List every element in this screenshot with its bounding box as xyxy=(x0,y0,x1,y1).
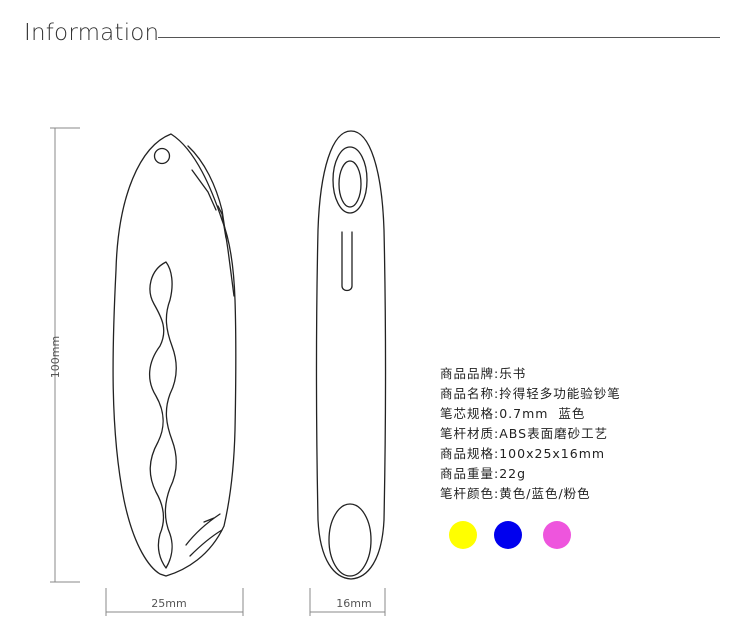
lanyard-hole xyxy=(153,147,171,165)
uv-light-window-inner xyxy=(338,160,362,208)
spec-label: 商品规格 xyxy=(440,446,495,461)
spec-value: 黄色/蓝色/粉色 xyxy=(499,486,591,501)
thickness-dimension xyxy=(309,588,386,616)
spec-label: 笔芯规格 xyxy=(440,406,495,421)
title-divider xyxy=(158,37,720,38)
spec-row-weight: 商品重量:22g xyxy=(440,466,527,481)
thickness-label: 16mm xyxy=(336,597,371,610)
pen-tip-opening xyxy=(328,503,372,577)
spec-value: 100x25x16mm xyxy=(499,446,606,461)
uv-light-window xyxy=(332,146,368,214)
spec-label: 商品重量 xyxy=(440,466,495,481)
width-dimension xyxy=(105,588,244,616)
color-swatch-blue[interactable] xyxy=(494,521,522,549)
pen-front-view xyxy=(315,130,387,580)
spec-value: 22g xyxy=(499,466,527,481)
spec-row-refill: 笔芯规格:0.7mm 蓝色 xyxy=(440,406,586,421)
clip-outline-top xyxy=(187,145,235,297)
spec-label: 笔杆材质 xyxy=(440,426,495,441)
spec-row-product-name: 商品名称:拎得轻多功能验钞笔 xyxy=(440,386,621,401)
front-body-outline xyxy=(315,130,387,580)
wavy-groove xyxy=(149,261,177,569)
clip-tip xyxy=(217,205,227,239)
spec-value: ABS表面磨砂工艺 xyxy=(499,426,609,441)
spec-row-material: 笔杆材质:ABS表面磨砂工艺 xyxy=(440,426,609,441)
side-body-outline xyxy=(112,133,237,577)
front-clip xyxy=(341,231,353,292)
spec-value: 0.7mm 蓝色 xyxy=(499,406,586,421)
spec-label: 商品品牌 xyxy=(440,366,495,381)
spec-value: 乐书 xyxy=(499,366,527,381)
section-title: Information xyxy=(24,20,160,46)
length-label: 100mm xyxy=(49,336,62,378)
spec-row-colors: 笔杆颜色:黄色/蓝色/粉色 xyxy=(440,486,591,501)
length-dimension xyxy=(50,127,80,583)
width-label: 25mm xyxy=(151,597,186,610)
color-swatch-yellow[interactable] xyxy=(449,521,477,549)
spec-row-size: 商品规格:100x25x16mm xyxy=(440,446,606,461)
spec-value: 拎得轻多功能验钞笔 xyxy=(499,386,621,401)
spec-label: 商品名称 xyxy=(440,386,495,401)
tip-cap-lines xyxy=(185,513,223,557)
clip-inner-line xyxy=(191,169,217,211)
spec-row-brand: 商品品牌:乐书 xyxy=(440,366,527,381)
pen-side-view xyxy=(112,133,237,577)
spec-label: 笔杆颜色 xyxy=(440,486,495,501)
spec-list: 商品品牌:乐书 商品名称:拎得轻多功能验钞笔 笔芯规格:0.7mm 蓝色 笔杆材… xyxy=(440,364,621,504)
color-swatch-pink[interactable] xyxy=(543,521,571,549)
